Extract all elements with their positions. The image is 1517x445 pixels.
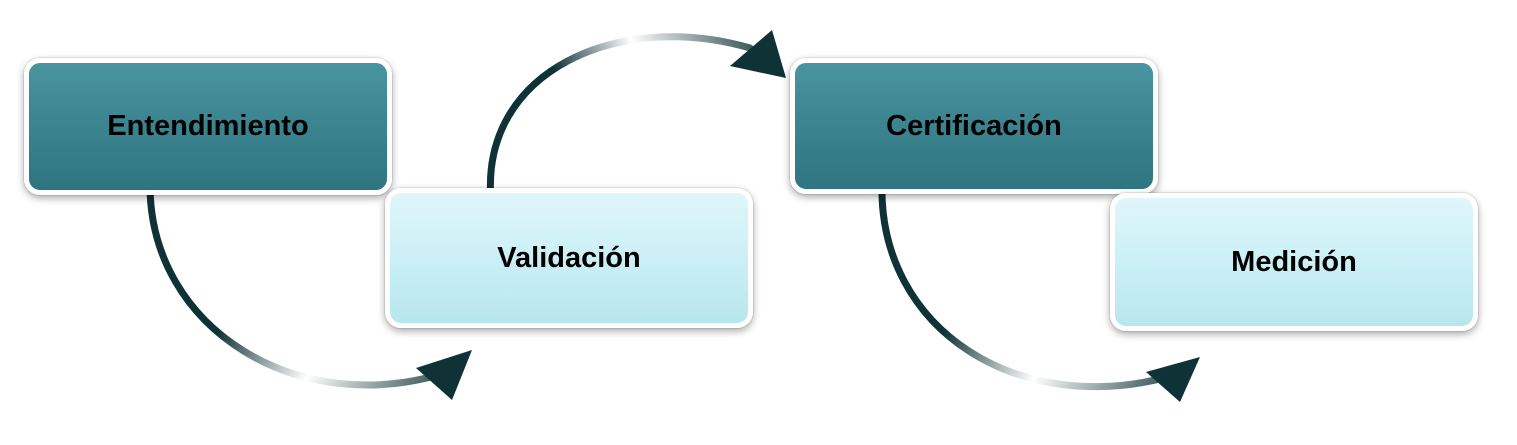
step-medicion: Medición <box>1110 193 1478 331</box>
step-label: Certificación <box>886 109 1062 142</box>
step-entendimiento: Entendimiento <box>24 58 392 195</box>
arrow-entendimiento-to-validacion <box>146 181 472 400</box>
arrow-certificacion-to-medicion <box>878 179 1200 402</box>
step-label: Validación <box>497 241 641 274</box>
step-label: Entendimiento <box>107 110 309 142</box>
step-certificacion: Certificación <box>790 58 1158 194</box>
arrow-validacion-to-certificacion <box>486 30 786 204</box>
step-label: Medición <box>1231 245 1357 278</box>
step-validacion: Validación <box>385 188 753 328</box>
